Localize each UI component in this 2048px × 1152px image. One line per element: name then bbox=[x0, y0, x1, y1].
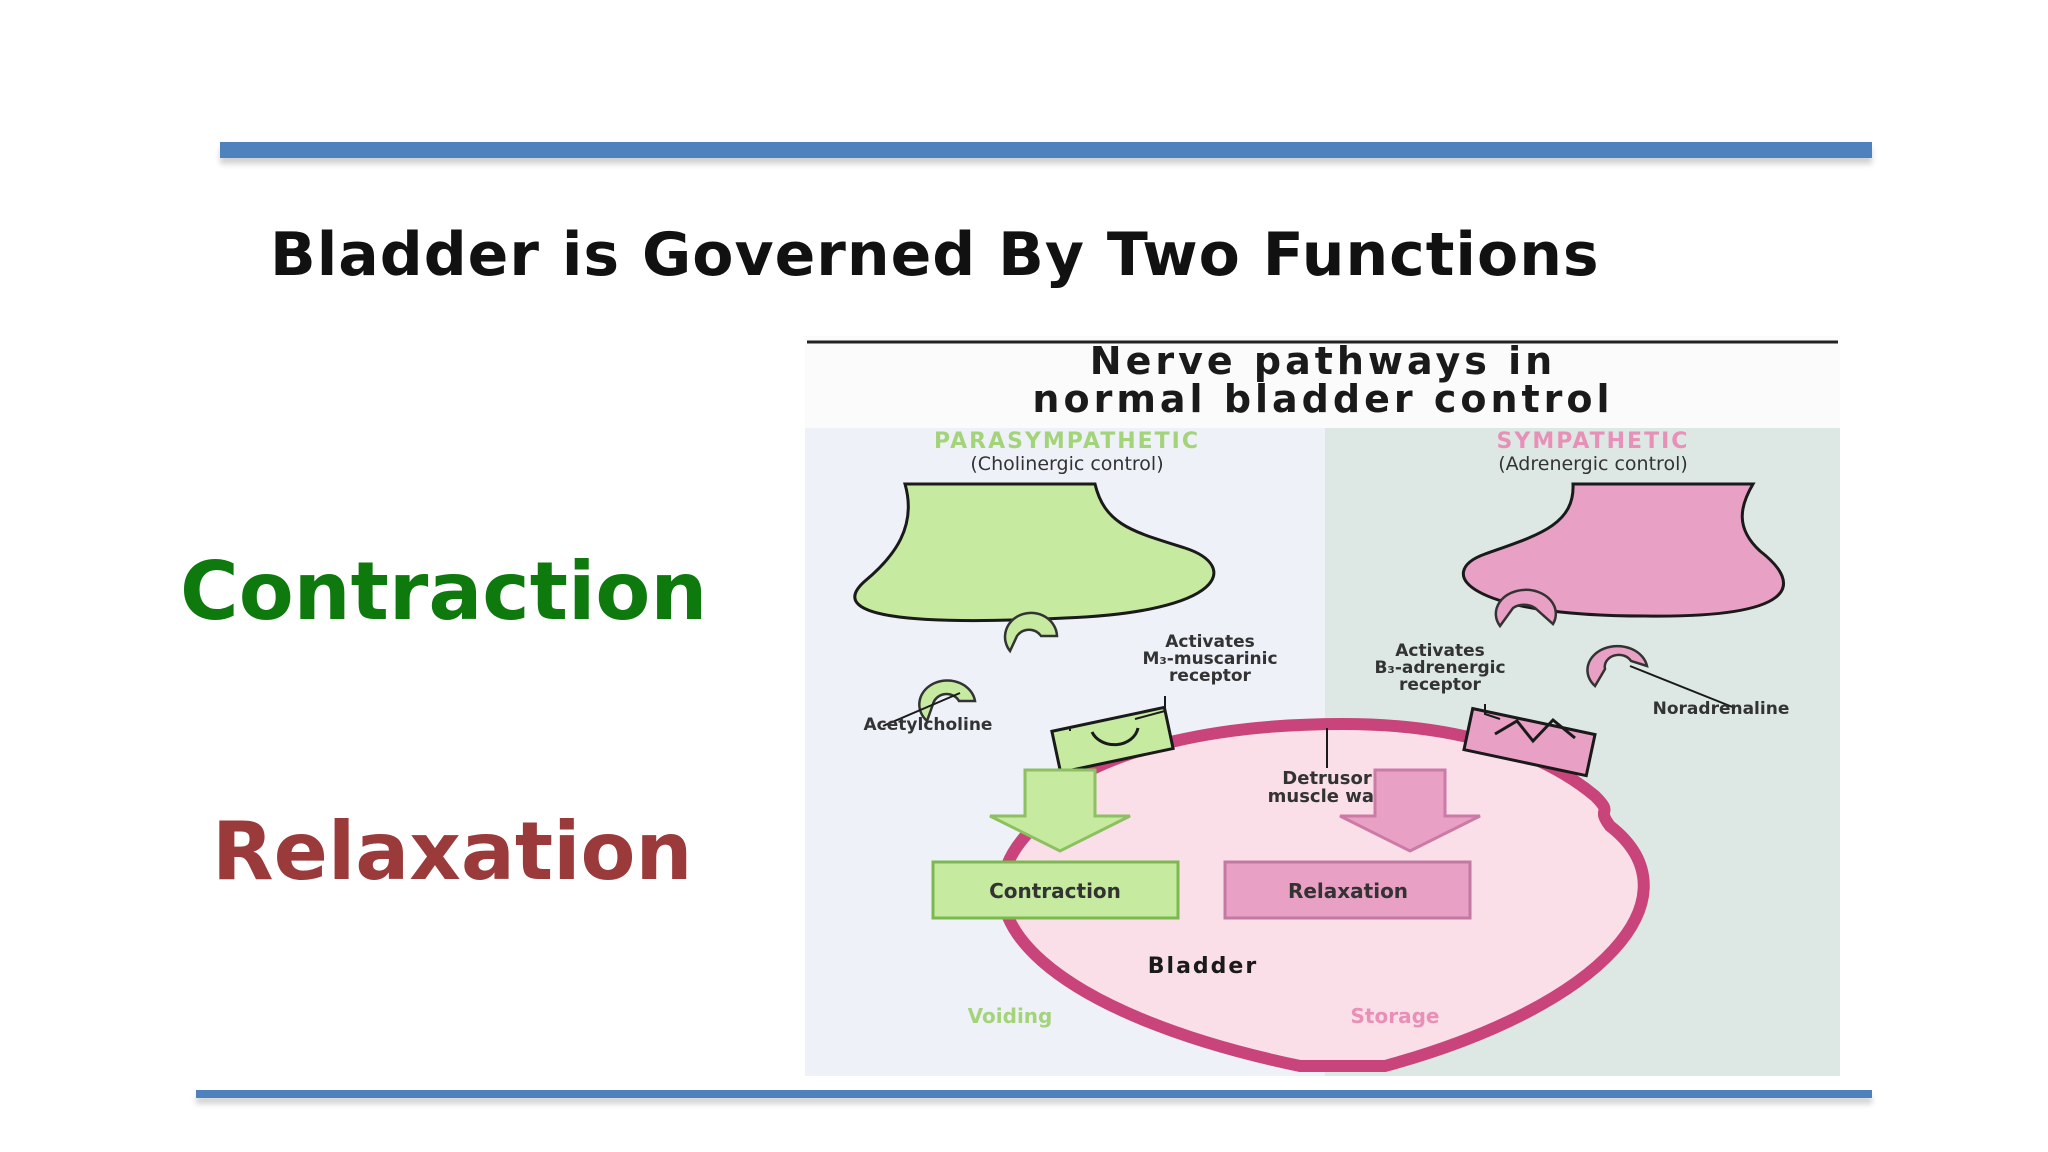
sympathetic-subheading: (Adrenergic control) bbox=[1498, 453, 1688, 475]
detrusor-label-line1: Detrusor bbox=[1282, 768, 1372, 789]
slide-title: Bladder is Governed By Two Functions bbox=[270, 220, 1600, 290]
figure-title-line2: normal bladder control bbox=[1032, 377, 1613, 421]
nerve-pathways-diagram: Nerve pathways in normal bladder control… bbox=[805, 336, 1840, 1076]
voiding-label: Voiding bbox=[968, 1004, 1053, 1028]
acetylcholine-molecule bbox=[918, 679, 977, 724]
sympathetic-heading: SYMPATHETIC bbox=[1497, 429, 1690, 454]
adrenergic-leader bbox=[1484, 704, 1501, 720]
top-divider bbox=[220, 142, 1872, 158]
muscarinic-leader bbox=[1134, 696, 1166, 720]
relaxation-arrow bbox=[1339, 768, 1481, 853]
acetylcholine-leader bbox=[882, 692, 961, 727]
noradrenaline-label: Noradrenaline bbox=[1653, 699, 1790, 719]
noradrenaline-molecule bbox=[1586, 644, 1649, 688]
bottom-divider bbox=[196, 1090, 1872, 1098]
muscarinic-note-line2: M₃-muscarinic bbox=[1142, 649, 1277, 669]
parasympathetic-heading: PARASYMPATHETIC bbox=[934, 429, 1200, 454]
acetylcholine-molecule bbox=[1003, 611, 1059, 654]
noradrenaline-molecule bbox=[1494, 588, 1558, 629]
adrenergic-note-line3: receptor bbox=[1399, 675, 1481, 695]
relaxation-label: Relaxation bbox=[212, 805, 693, 898]
contraction-label: Contraction bbox=[180, 545, 708, 638]
adrenergic-note-line2: B₃-adrenergic bbox=[1374, 658, 1505, 678]
adrenergic-note-line1: Activates bbox=[1395, 641, 1485, 661]
relaxation-box bbox=[1223, 860, 1472, 920]
contraction-arrow bbox=[989, 768, 1131, 853]
detrusor-label-line2: muscle wall bbox=[1268, 786, 1387, 807]
muscarinic-note-line3: receptor bbox=[1169, 666, 1251, 686]
contraction-box-label: Contraction bbox=[989, 879, 1121, 903]
bladder-label: Bladder bbox=[1148, 954, 1258, 979]
parasympathetic-nerve-terminal bbox=[853, 482, 1216, 623]
sympathetic-nerve-terminal bbox=[1461, 482, 1785, 618]
m3-muscarinic-receptor bbox=[1050, 705, 1175, 775]
storage-label: Storage bbox=[1351, 1004, 1440, 1028]
muscarinic-note-line1: Activates bbox=[1165, 632, 1255, 652]
b3-adrenergic-receptor bbox=[1462, 706, 1597, 778]
acetylcholine-label: Acetylcholine bbox=[864, 715, 993, 735]
contraction-box bbox=[931, 860, 1180, 920]
figure-title-line1: Nerve pathways in bbox=[1090, 339, 1556, 383]
noradrenaline-leader bbox=[1629, 665, 1736, 709]
relaxation-box-label: Relaxation bbox=[1288, 879, 1408, 903]
parasympathetic-subheading: (Cholinergic control) bbox=[970, 453, 1163, 475]
